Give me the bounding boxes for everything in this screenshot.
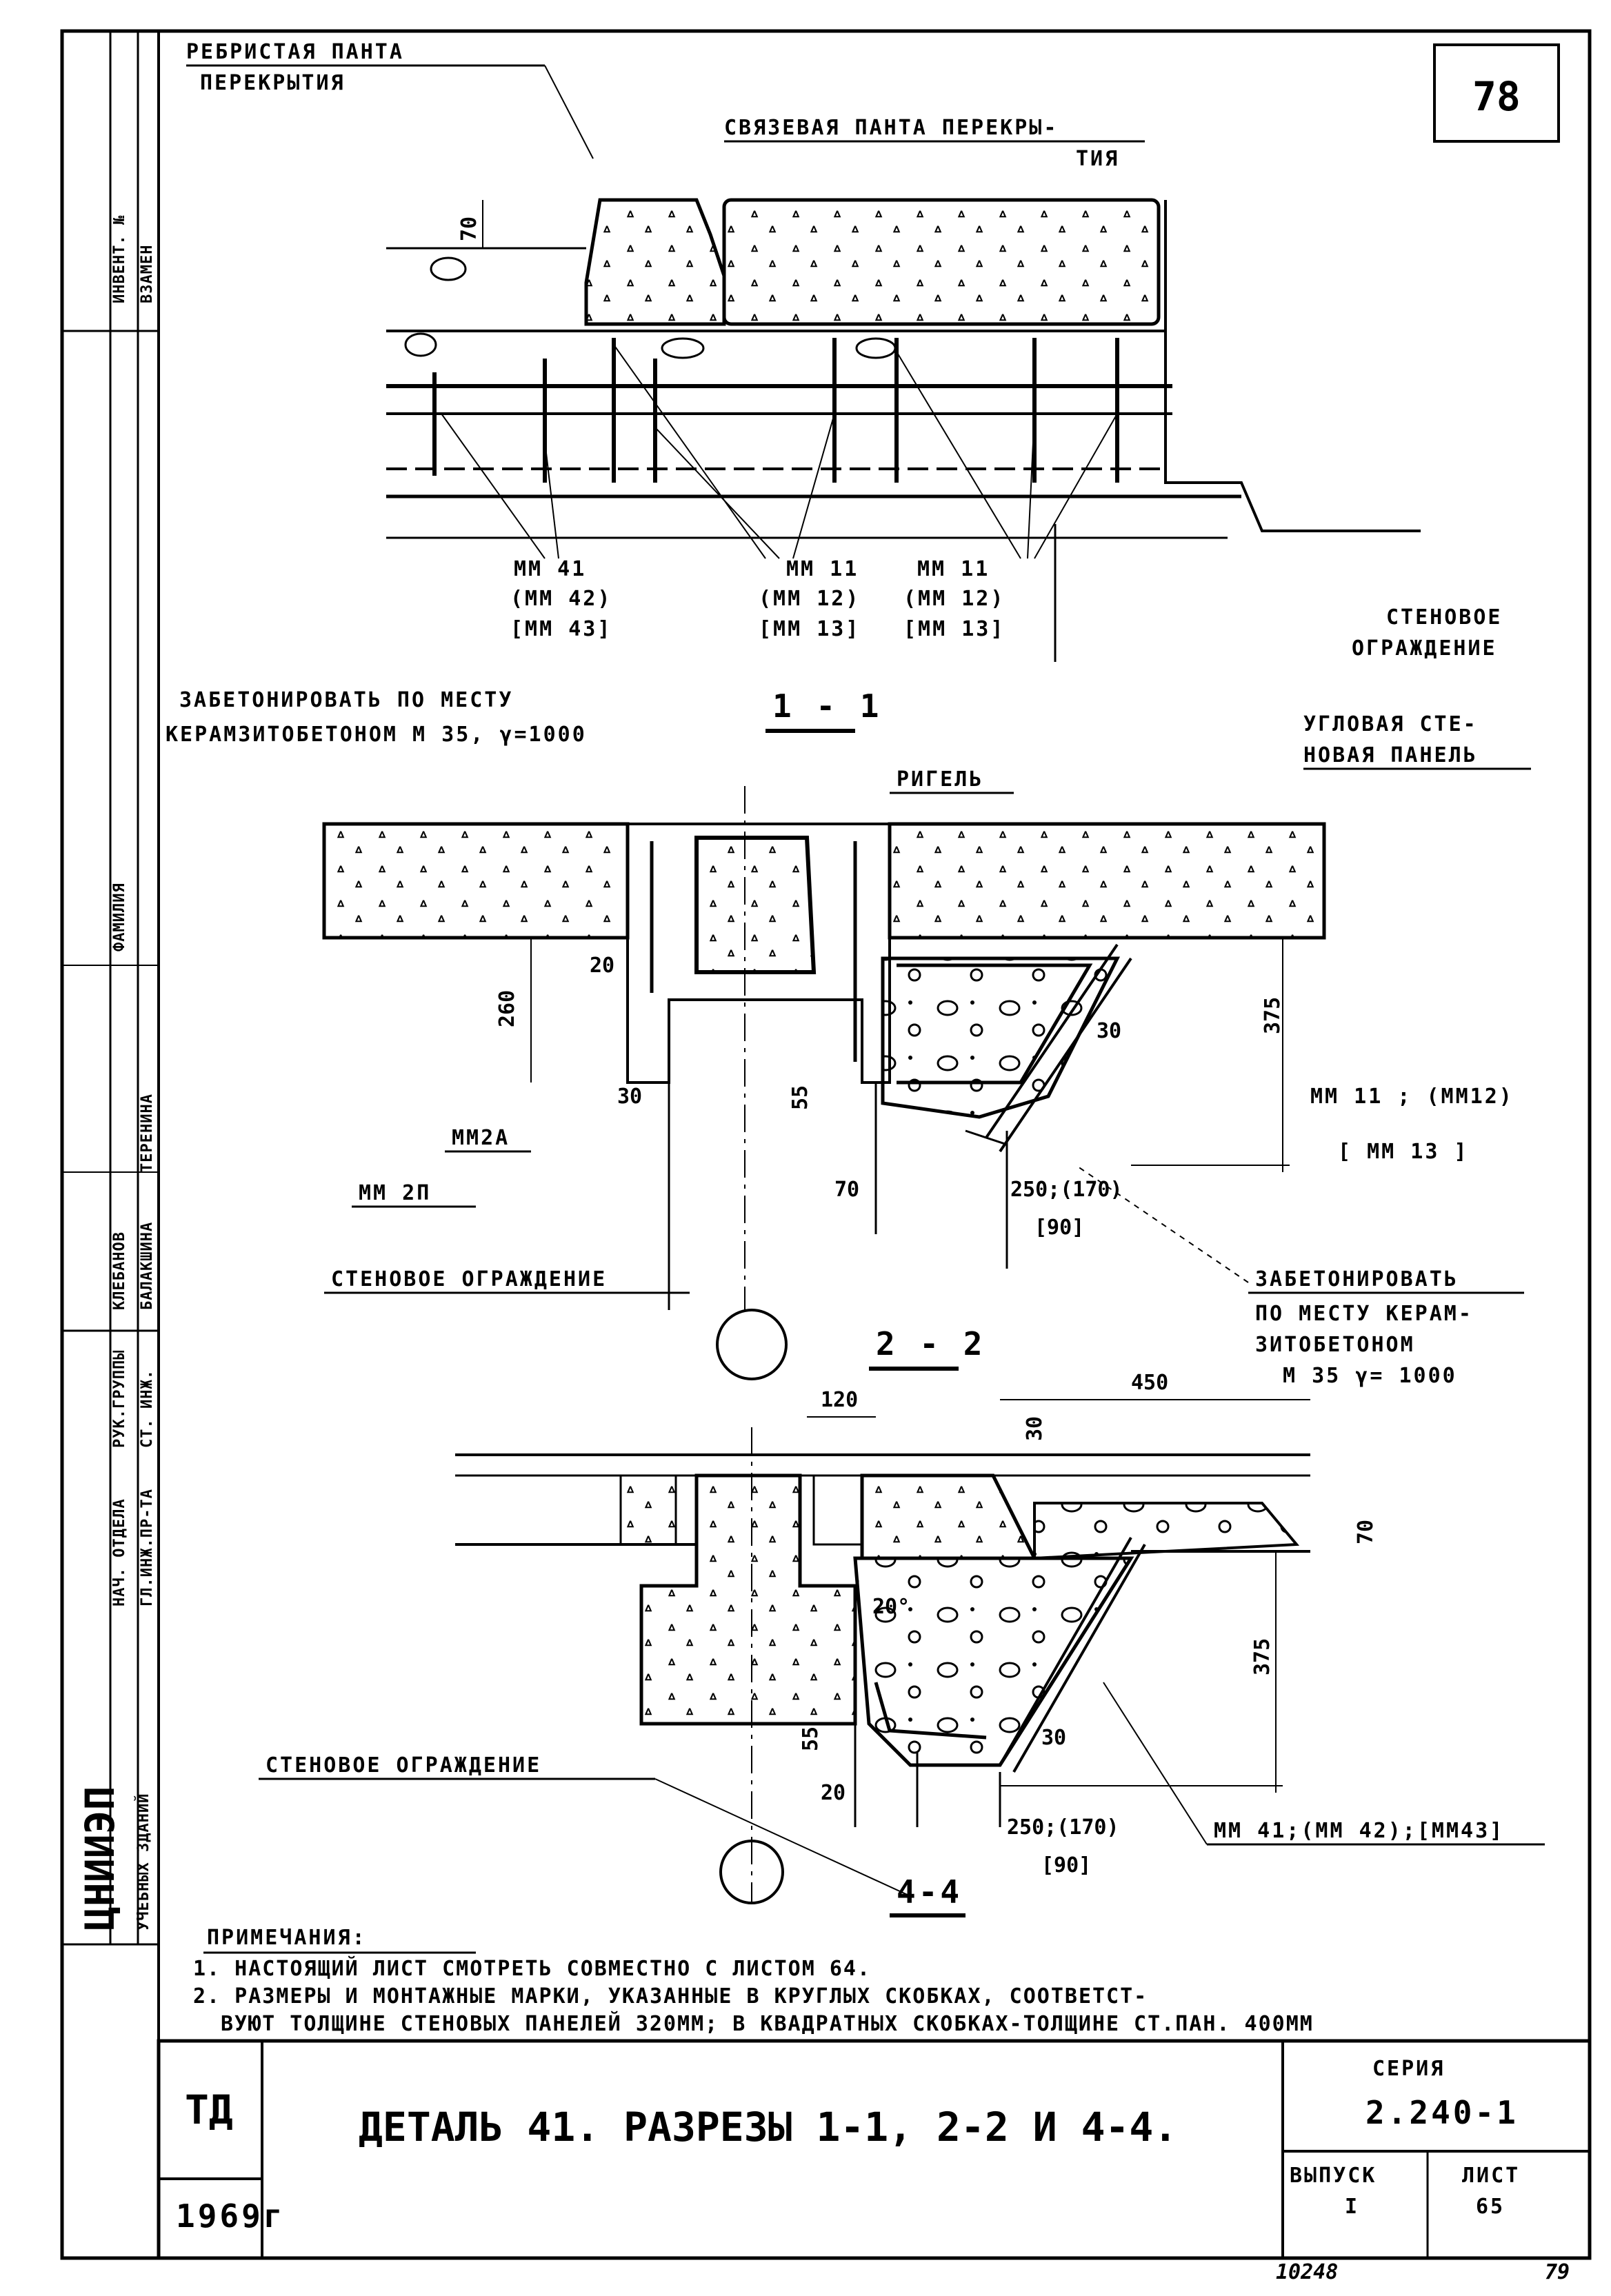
dim-30-a: 30 [617,1085,642,1109]
wall-enclosure-1a: СТЕНОВОЕ [1386,605,1503,630]
concrete-fill-b2: ПО МЕСТУ КЕРАМ- [1255,1302,1473,1326]
series-value: 2.240-1 [1365,2094,1519,2131]
dim-20: 20 [590,954,614,978]
td-label: ТД [185,2086,233,2133]
org-name: ЦНИИЭП [77,1786,123,1931]
ribbed-slab-label-2: ПЕРЕКРЫТИЯ [200,71,346,95]
dim-250-low: 250;(170) [1007,1815,1119,1840]
title-block: ТД 1969г ДЕТАЛЬ 41. РАЗРЕЗЫ 1-1, 2-2 И 4… [157,2039,1592,2260]
org-subtitle: УЧЕБНЫХ ЗДАНИЙ [134,1793,152,1931]
inventory-label: ИНВЕНТ. № [111,215,128,303]
section-title-2-2: 2 - 2 [876,1325,985,1362]
mark-mm2p: ММ 2П [359,1181,431,1205]
section-4-4-drawing: 120 450 30 70 20° 375 30 55 20 250;(1 [259,1371,1545,1917]
mark-mm2a: ММ2А [452,1126,510,1150]
mark-mm41: ММ 41 [514,557,586,581]
dim-30-low: 30 [1023,1416,1047,1441]
note-2b: ВУЮТ ТОЛЩИНЕ СТЕНОВЫХ ПАНЕЛЕЙ 320ММ; В К… [221,2011,1314,2036]
notes-title: ПРИМЕЧАНИЯ: [207,1926,367,1950]
dim-70-low: 70 [1354,1520,1378,1544]
ribbed-slab-label-1: РЕБРИСТАЯ ПАНТА [186,40,404,64]
name-1: КЛЕБАНОВ [111,1231,128,1310]
concrete-fill-b4: М 35 γ= 1000 [1283,1364,1457,1388]
dim-70-mid: 70 [834,1178,859,1202]
corner-panel-label-1: УГЛОВАЯ СТЕ- [1303,712,1478,736]
dim-55: 55 [788,1085,812,1110]
mark-mm43: [ММ 43] [510,617,612,641]
dim-30-low2: 30 [1041,1726,1066,1750]
dim-90-low: [90] [1041,1853,1091,1877]
concrete-fill-label-2: КЕРАМЗИТОБЕТОНОМ М 35, γ=1000 [166,723,587,747]
dim-90-mid: [90] [1034,1216,1084,1240]
concrete-fill-b1: ЗАБЕТОНИРОВАТЬ [1255,1267,1459,1291]
name-2: БАЛАКШИНА [139,1222,156,1310]
corner-panel-label-2: НОВАЯ ПАНЕЛЬ [1303,743,1478,767]
hole-circle-2 [719,1840,784,1904]
role-chief-engineer: ГЛ.ИНЖ.ПР-ТА [139,1489,156,1607]
mark-mm12-b: (ММ 12) [903,587,1005,611]
note-2a: 2. РАЗМЕРЫ И МОНТАЖНЫЕ МАРКИ, УКАЗАННЫЕ … [193,1984,1148,2008]
notes-block: ПРИМЕЧАНИЯ: 1. НАСТОЯЩИЙ ЛИСТ СМОТРЕТЬ С… [193,1926,1314,2036]
concrete-fill-b3: ЗИТОБЕТОНОМ [1255,1333,1415,1357]
replace-label: ВЗАМЕН [139,245,156,303]
hole-circle-1 [716,1309,788,1380]
mark-mm12-a: (ММ 12) [759,587,860,611]
series-label: СЕРИЯ [1372,2057,1445,2081]
sheet-label: ЛИСТ [1462,2164,1520,2188]
surname-header: ФАМИЛИЯ [111,883,128,951]
sheet-title: ДЕТАЛЬ 41. РАЗРЕЗЫ 1-1, 2-2 И 4-4. [359,2104,1177,2151]
section-2-2-drawing: РИГЕЛЬ УГЛОВАЯ СТЕ- НОВАЯ ПАНЕЛЬ 20 260 … [322,712,1531,1388]
dim-120: 120 [821,1388,858,1412]
mark-mm11-right: ММ 11 ; (ММ12) [1310,1085,1514,1109]
year-label: 1969г [176,2197,285,2235]
dim-20-deg: 20° [872,1595,910,1619]
wall-enclosure-mid: СТЕНОВОЕ ОГРАЖДЕНИЕ [331,1267,607,1291]
issue-value: I [1345,2195,1359,2219]
sheet-value: 65 [1476,2195,1505,2219]
mark-mm42: (ММ 42) [510,587,612,611]
section-1-1-drawing: РЕБРИСТАЯ ПАНТА ПЕРЕКРЫТИЯ СВЯЗЕВАЯ ПАНТ… [166,40,1503,747]
mark-mm13-a: [ММ 13] [759,617,860,641]
wall-enclosure-low: СТЕНОВОЕ ОГРАЖДЕНИЕ [266,1753,541,1778]
section-title-1-1: 1 - 1 [772,687,881,725]
name-3: ТЕРЕНИНА [139,1094,156,1172]
dim-450: 450 [1131,1371,1168,1395]
issue-label: ВЫПУСК [1290,2164,1377,2188]
section-title-4-4: 4-4 [897,1873,962,1911]
wall-enclosure-1b: ОГРАЖДЕНИЕ [1352,636,1497,661]
mark-mm13-b: [ММ 13] [903,617,1005,641]
rigel-label: РИГЕЛЬ [897,767,983,792]
footer-number-left: 10248 [1276,2260,1338,2284]
mark-mm11-b: ММ 11 [917,557,990,581]
tie-slab-label-1: СВЯЗЕВАЯ ПАНТА ПЕРЕКРЫ- [724,116,1058,140]
mark-mm11-a: ММ 11 [786,557,859,581]
dim-30-mid: 30 [1097,1019,1121,1043]
role-engineer: СТ. ИНЖ. [139,1369,156,1448]
dim-375-low: 375 [1250,1638,1274,1675]
dim-260: 260 [495,990,519,1027]
role-group-lead: РУК.ГРУППЫ [111,1350,128,1448]
sheet-number-top: 78 [1472,73,1521,120]
footer-number-right: 79 [1545,2260,1570,2284]
role-head-of-dept: НАЧ. ОТДЕЛА [111,1498,128,1607]
dim-55-low: 55 [799,1726,823,1751]
mark-mm13-right: [ ММ 13 ] [1338,1140,1469,1164]
dim-375-mid: 375 [1261,997,1285,1034]
note-1: 1. НАСТОЯЩИЙ ЛИСТ СМОТРЕТЬ СОВМЕСТНО С Л… [193,1956,871,1981]
dim-20-low: 20 [821,1781,845,1805]
concrete-fill-label-1: ЗАБЕТОНИРОВАТЬ ПО МЕСТУ [179,688,513,712]
mark-mm41-bottom: ММ 41;(ММ 42);[ММ43] [1214,1819,1504,1843]
dim-250-mid: 250;(170) [1010,1178,1123,1202]
left-strip-text: ИНВЕНТ. № ВЗАМЕН НАЧ. ОТДЕЛА ГЛ.ИНЖ.ПР-Т… [77,215,156,1931]
sheet-number-box [1433,43,1560,143]
dim-70-top: 70 [457,216,481,241]
tie-slab-label-2: ТИЯ [1076,147,1119,171]
